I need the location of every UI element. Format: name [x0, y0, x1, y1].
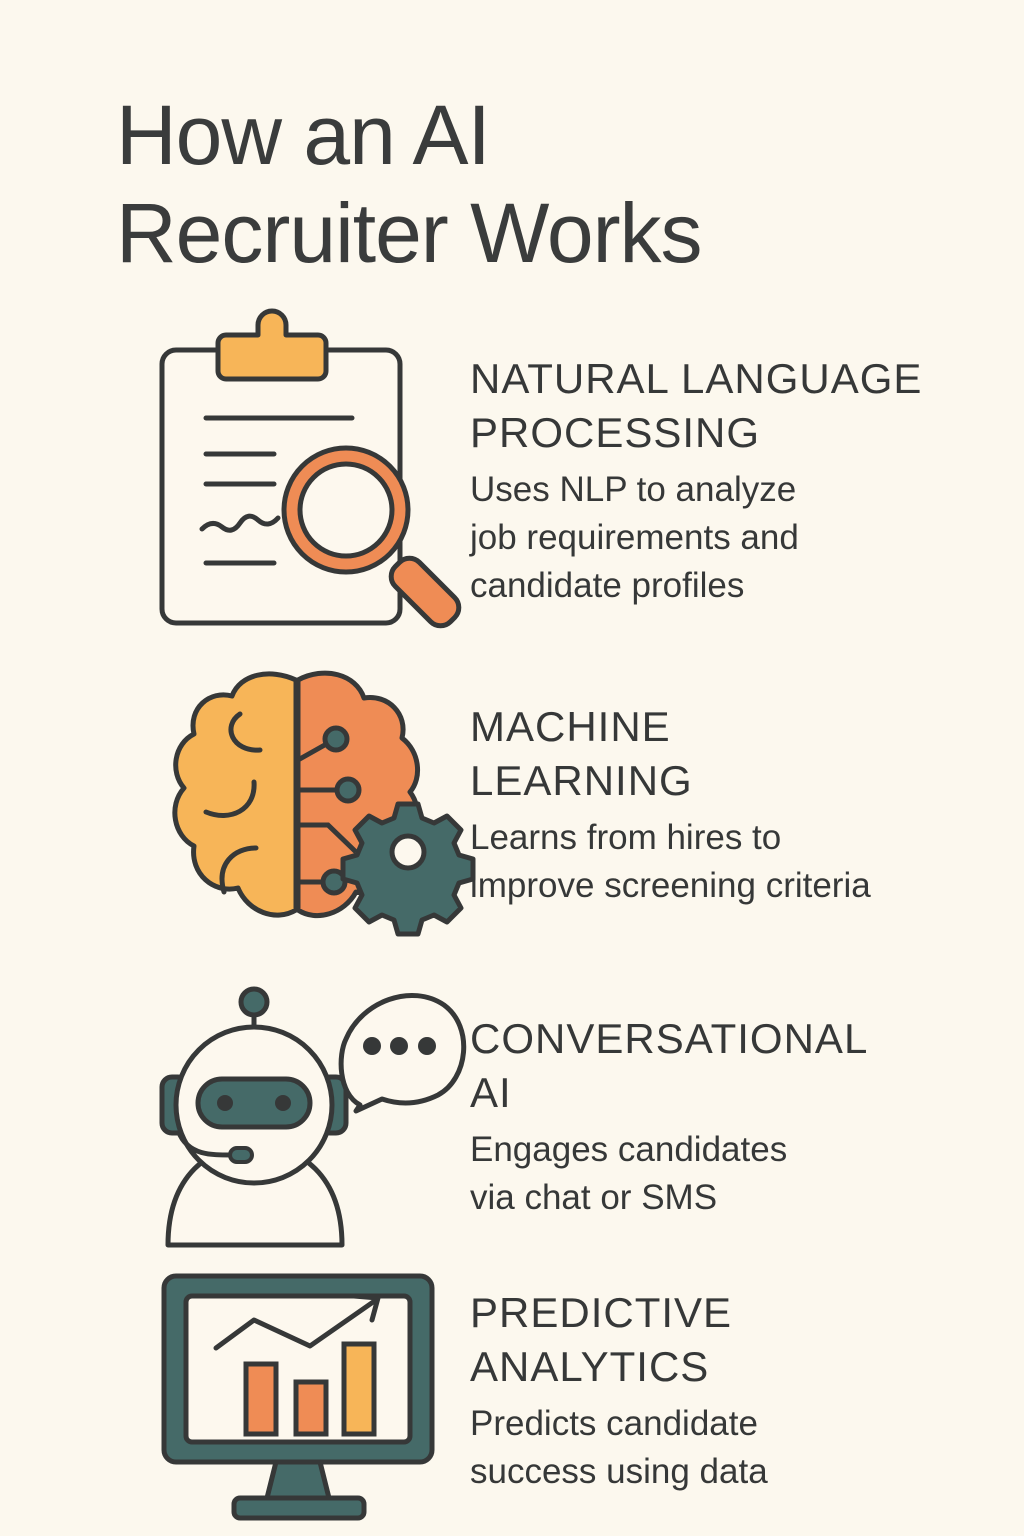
section-nlp: NATURAL LANGUAGE PROCESSING Uses NLP to …: [470, 352, 922, 610]
clipboard-magnifier-icon: [150, 300, 470, 640]
section-machine-learning: MACHINE LEARNING Learns from hires to im…: [470, 700, 871, 910]
section-description: Uses NLP to analyze job requirements and…: [470, 470, 799, 605]
chatbot-speech-icon: [150, 975, 470, 1255]
section-heading: CONVERSATIONAL AI: [470, 1015, 869, 1116]
title-line-2: Recruiter Works: [116, 186, 703, 280]
monitor-chart-icon: [150, 1270, 450, 1530]
section-description: Predicts candidate success using data: [470, 1404, 768, 1491]
brain-gear-icon: [160, 660, 480, 940]
section-heading: NATURAL LANGUAGE PROCESSING: [470, 355, 923, 456]
section-conversational-ai: CONVERSATIONAL AI Engages candidates via…: [470, 1012, 868, 1222]
section-predictive-analytics: PREDICTIVE ANALYTICS Predicts candidate …: [470, 1286, 768, 1496]
section-heading: MACHINE LEARNING: [470, 703, 693, 804]
section-description: Learns from hires to improve screening c…: [470, 818, 871, 905]
page-title: How an AI Recruiter Works: [116, 86, 703, 282]
section-description: Engages candidates via chat or SMS: [470, 1130, 788, 1217]
title-line-1: How an AI: [116, 88, 491, 182]
section-heading: PREDICTIVE ANALYTICS: [470, 1289, 733, 1390]
